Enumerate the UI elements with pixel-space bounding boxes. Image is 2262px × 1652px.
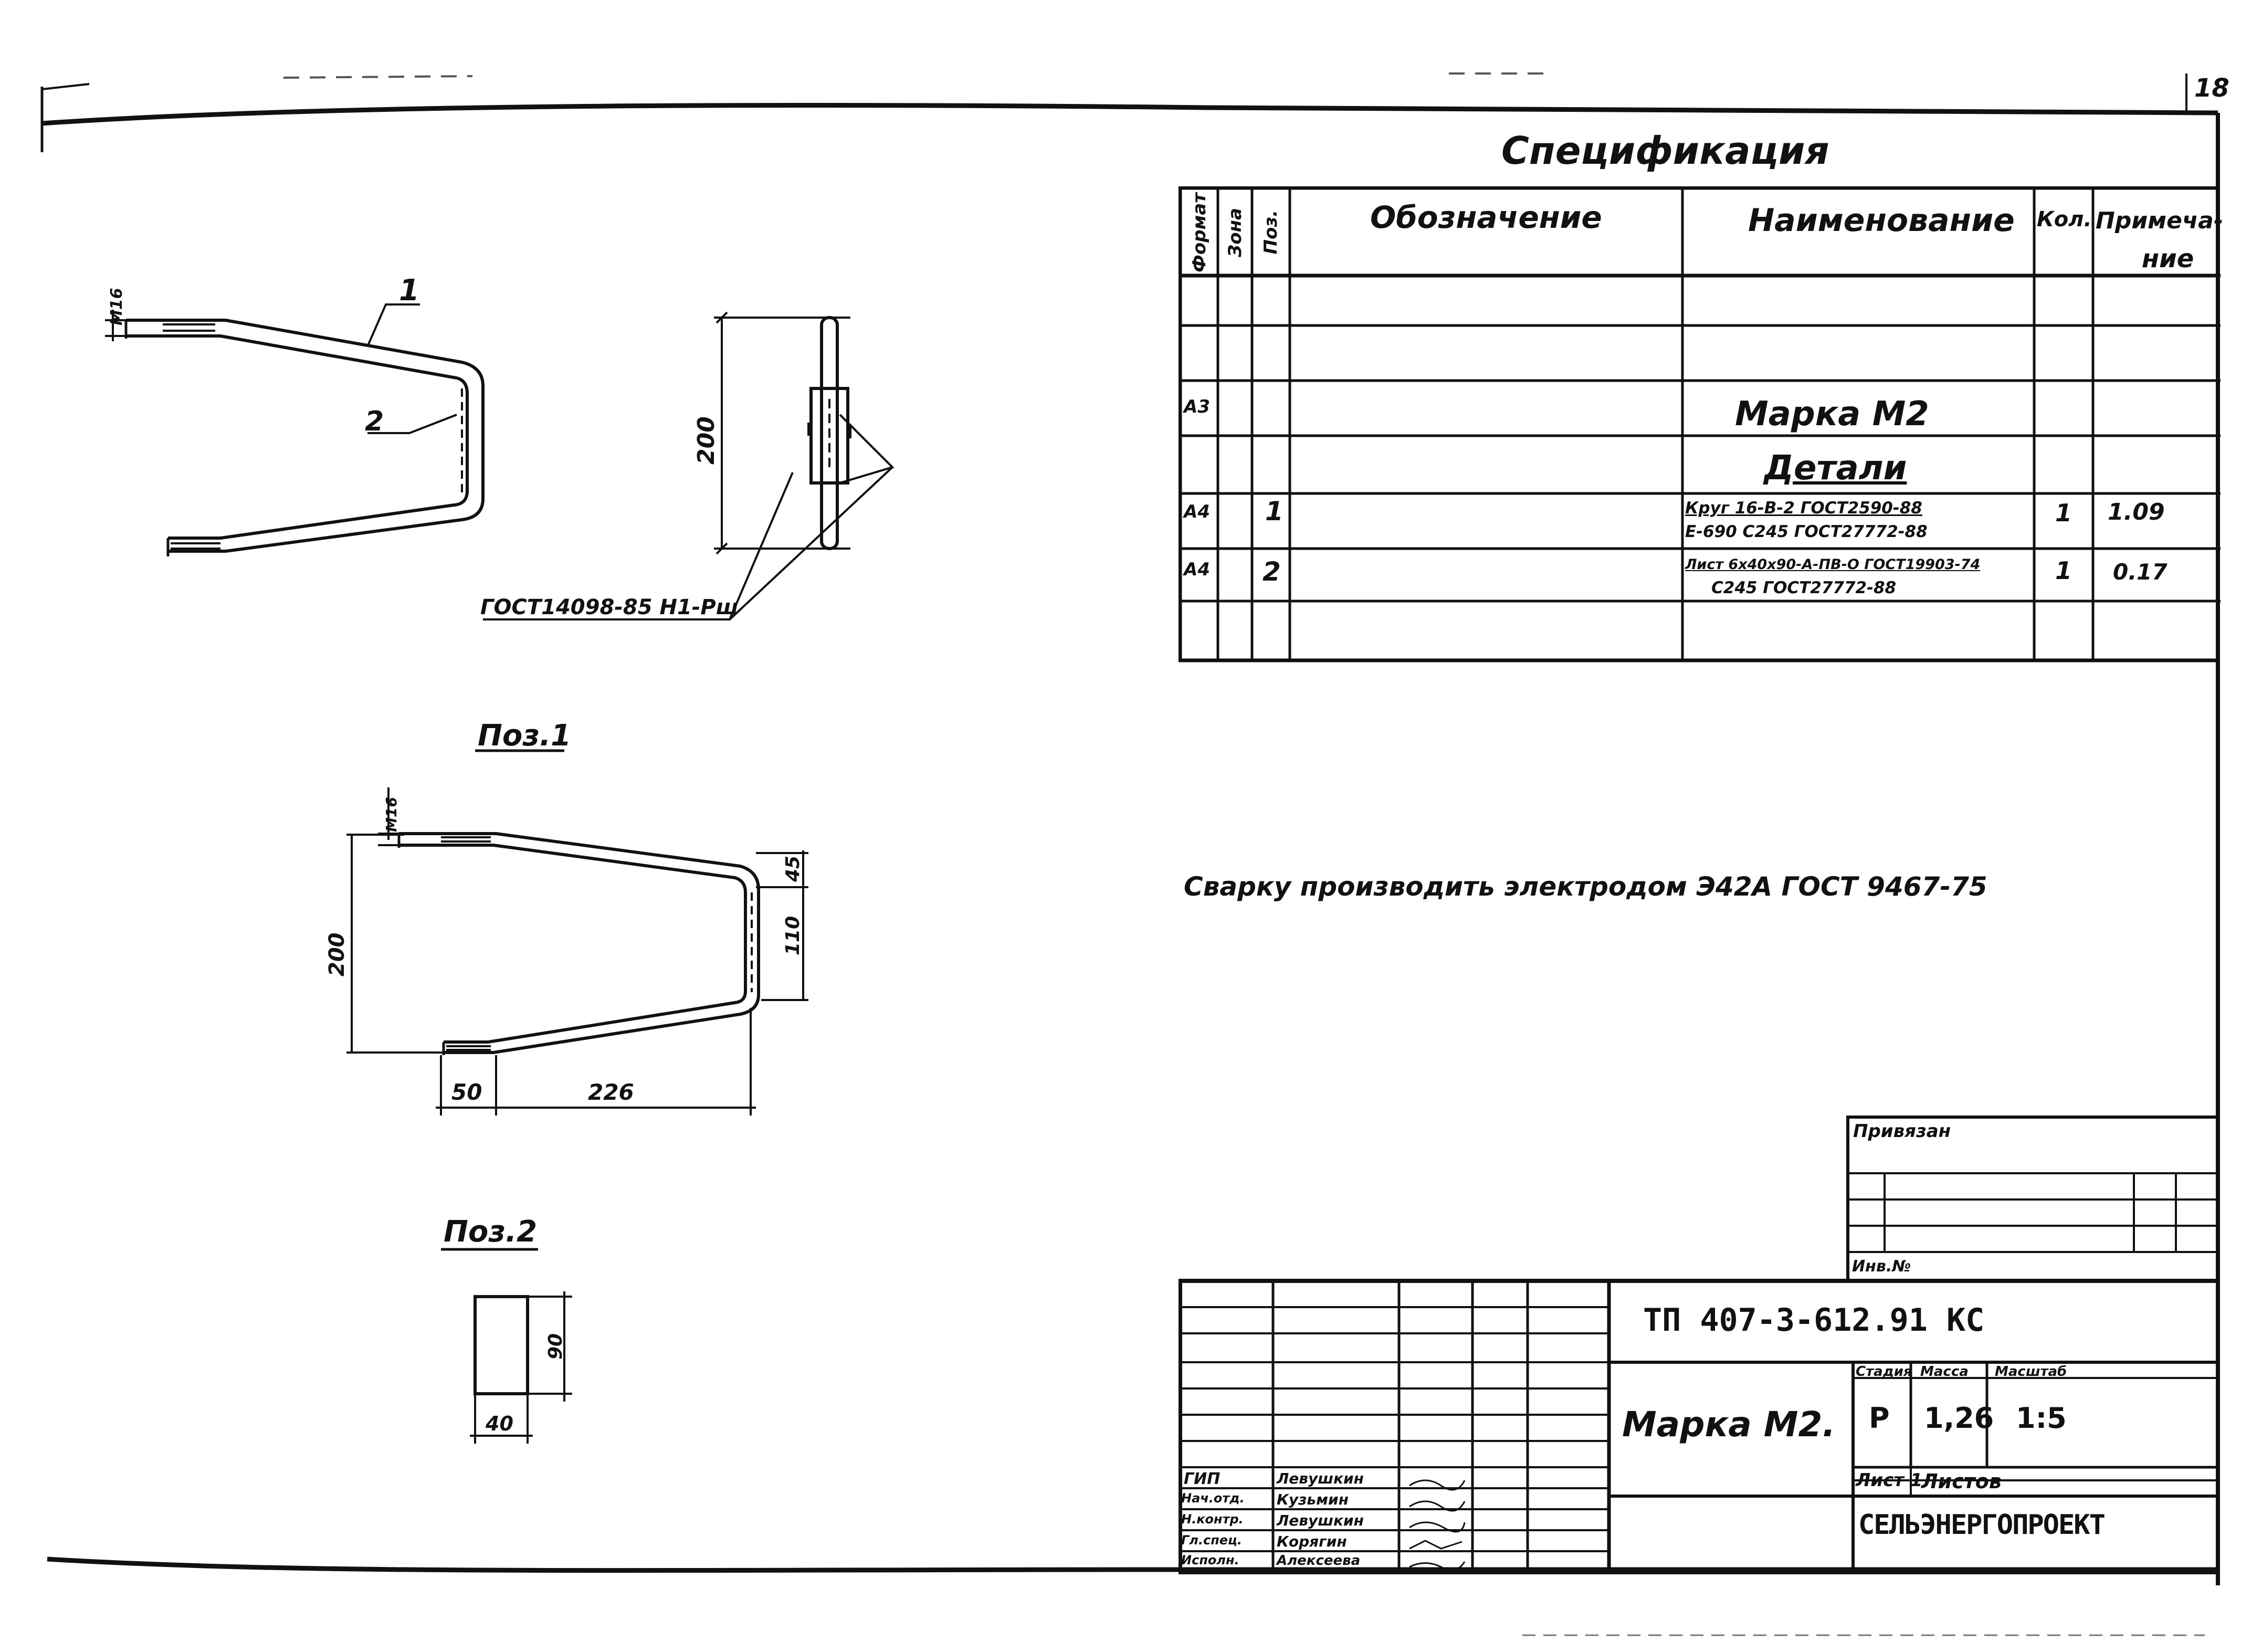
pos1-226: 226	[588, 1079, 634, 1105]
pos1-110: 110	[782, 916, 804, 955]
label-2: 2	[365, 406, 384, 437]
spec-row-6-name-bottom: С245 ГОСТ27772-88	[1711, 578, 1897, 597]
stamp-stage: Р	[1869, 1402, 1890, 1435]
spec-row-6-pos: 2	[1262, 556, 1281, 587]
spec-header-pos: Поз.	[1260, 210, 1281, 255]
weld-note: ГОСТ14098-85 Н1-Рш	[480, 595, 738, 619]
pos2-90: 90	[545, 1333, 566, 1360]
stamp-sheets-label: Листов	[1921, 1470, 2002, 1493]
stamp-scale-label: Масштаб	[1995, 1364, 2067, 1380]
drawing-views: 1 2 М16 200 ГОСТ14098-85 Н1-Рш Поз.1 М16…	[105, 273, 895, 1444]
spec-header-name: Наименование	[1748, 202, 2015, 239]
stamp-name-3: Левушкин	[1277, 1512, 1364, 1529]
spec-row-4-name: Детали	[1764, 449, 1907, 488]
stamp-grid	[1179, 1116, 2220, 1574]
spec-table-grid	[1179, 186, 2221, 662]
spec-header-note-2: ние	[2142, 244, 2194, 273]
stamp-name-4: Корягин	[1277, 1533, 1347, 1550]
stamp-mass: 1,26	[1924, 1402, 1994, 1435]
spec-title: Спецификация	[1501, 129, 1829, 173]
pos1-bracket-outline	[399, 832, 760, 1054]
stamp-inv: Инв.№	[1852, 1257, 1911, 1276]
stamp-doc-code: ТП 407-3-612.91 КС	[1643, 1302, 1985, 1339]
stamp-role-2: Нач.отд.	[1181, 1491, 1245, 1506]
pos2-40: 40	[485, 1412, 513, 1435]
spec-row-6-name-top: Лист 6х40х90-А-ПВ-О ГОСТ19903-74	[1685, 556, 1981, 573]
spec-row-6-qty: 1	[2055, 556, 2072, 585]
spec-row-5-format: А4	[1184, 501, 1210, 522]
pos1-title: Поз.1	[478, 719, 571, 753]
spec-header-zone: Зона	[1225, 207, 1246, 257]
spec-row-5-pos: 1	[1265, 496, 1283, 527]
stamp-stage-label: Стадия	[1856, 1364, 1912, 1380]
dim-m16-top: М16	[108, 288, 126, 325]
stamp-name-2: Кузьмин	[1277, 1491, 1349, 1508]
spec-row-6-note: 0.17	[2113, 559, 2168, 585]
label-1: 1	[399, 273, 419, 308]
stamp-name-5: Алексеева	[1277, 1553, 1361, 1569]
stamp-org: СЕЛЬЭНЕРГОПРОЕКТ	[1858, 1509, 2106, 1541]
stamp-scale: 1:5	[2016, 1402, 2067, 1435]
spec-header-format: Формат	[1189, 192, 1210, 272]
stamp-sheet-label: Лист 1	[1856, 1470, 1923, 1491]
stamp-role-5: Исполн.	[1181, 1553, 1239, 1567]
spec-row-3-name: Марка М2	[1735, 395, 1929, 434]
pos2-title: Поз.2	[444, 1215, 537, 1249]
spec-row-5-name-top: Круг 16-В-2 ГОСТ2590-88	[1685, 499, 1922, 518]
dim-200-side: 200	[693, 416, 720, 465]
pos1-200: 200	[325, 933, 349, 977]
spec-row-5-qty: 1	[2055, 499, 2072, 527]
stamp-role-1: ГИП	[1184, 1470, 1221, 1488]
welding-note: Сварку производить электродом Э42А ГОСТ …	[1184, 871, 1987, 902]
stamp-title: Марка М2.	[1622, 1404, 1836, 1445]
pos1-m16: М16	[383, 797, 400, 832]
spec-header-designation: Обозначение	[1370, 199, 1602, 235]
stamp-role-3: Н.контр.	[1181, 1512, 1244, 1527]
bracket-top-view-outer	[126, 319, 485, 553]
stamp-privyazan: Привязан	[1853, 1121, 1951, 1142]
stamp-name-1: Левушкин	[1277, 1470, 1364, 1487]
spec-row-3-format: А3	[1184, 396, 1210, 417]
spec-header-qty: Кол.	[2037, 207, 2092, 232]
stamp-mass-label: Масса	[1920, 1364, 1969, 1380]
spec-row-5-name-bottom: Е-690 С245 ГОСТ27772-88	[1685, 522, 1928, 541]
spec-header-note-1: Примеча-	[2096, 207, 2224, 234]
stamp-role-4: Гл.спец.	[1181, 1533, 1242, 1548]
pos1-50: 50	[451, 1079, 482, 1105]
pos1-45: 45	[782, 856, 804, 882]
page-number: 18	[2194, 73, 2229, 103]
spec-row-6-format: А4	[1184, 559, 1210, 580]
spec-row-5-note: 1.09	[2108, 499, 2165, 525]
